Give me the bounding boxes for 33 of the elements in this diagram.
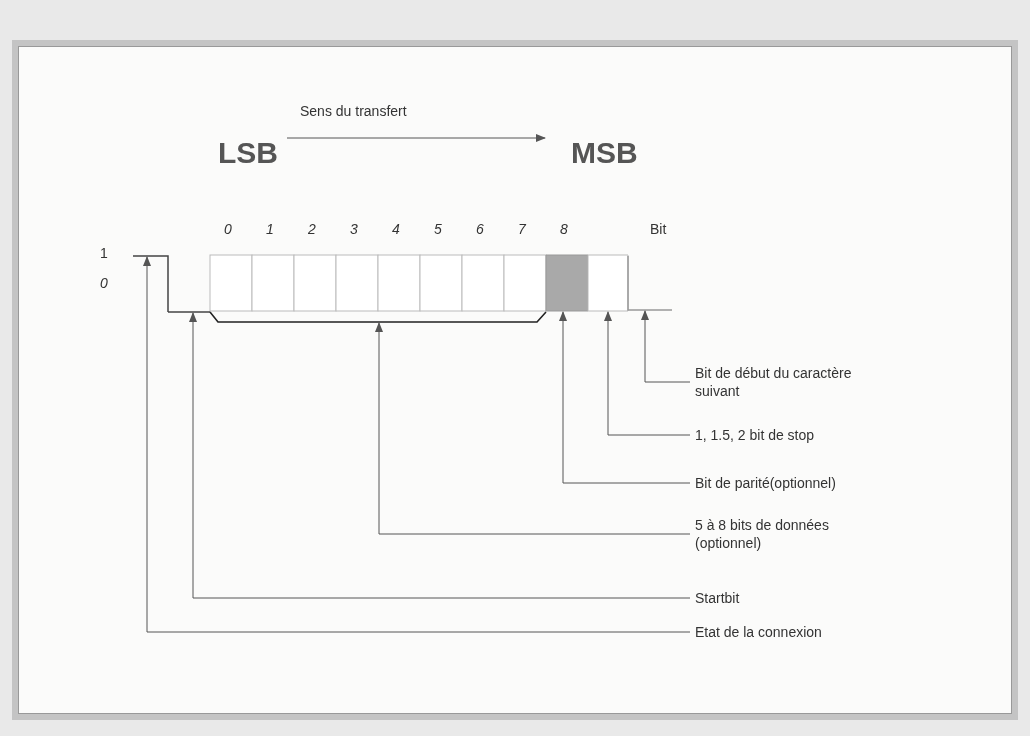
start-bit-line [167,311,211,313]
bit-number: 5 [434,222,442,236]
bit-label: Bit [650,222,667,236]
level-label: 1 [100,246,108,260]
bit-number: 8 [560,222,568,236]
callout-text: Startbit [690,589,890,607]
bit-number: 4 [392,222,400,236]
leader-line [189,312,691,599]
bit-number: 3 [350,222,358,236]
callout-text: 1, 1.5, 2 bit de stop [690,426,910,444]
leader-line [641,310,691,383]
leader-line [604,311,691,436]
stop-cell [587,254,629,312]
next-start-line [627,255,673,311]
parity-cell [545,254,589,312]
leader-line [143,256,691,633]
leader-line [559,311,691,484]
callout-text: Bit de parité(optionnel) [690,474,930,492]
msb-label: MSB [571,138,638,168]
bit-number: 0 [224,222,232,236]
bit-number: 6 [476,222,484,236]
lsb-label: LSB [218,138,278,168]
bit-number: 1 [266,222,274,236]
level-label: 0 [100,276,108,290]
leader-line [375,322,691,535]
direction-label: Sens du transfert [300,104,407,118]
data-bracket [209,311,547,323]
bit-number: 2 [308,222,316,236]
idle-level-line [132,255,169,313]
bit-number: 7 [518,222,526,236]
callout-text: 5 à 8 bits de données (optionnel) [690,516,880,552]
callout-text: Bit de début du caractère suivant [690,364,870,400]
callout-text: Etat de la connexion [690,623,910,641]
